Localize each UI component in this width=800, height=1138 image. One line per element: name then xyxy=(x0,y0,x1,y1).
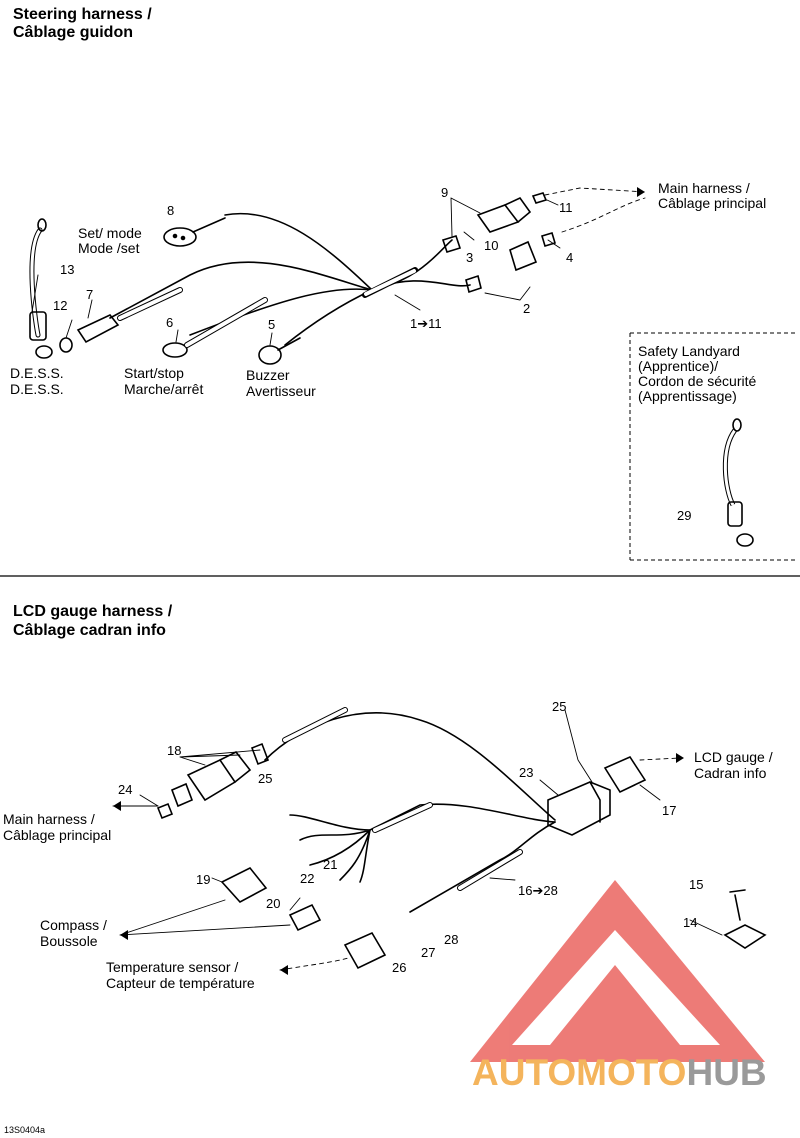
callout-25b: 25 xyxy=(552,699,567,714)
callout-29: 29 xyxy=(677,508,692,523)
callout-26: 26 xyxy=(392,960,407,975)
lcd-main-harness-label-en: Main harness / xyxy=(3,811,95,827)
callout-11: 11 xyxy=(559,200,573,215)
lcd-gauge-label-en: LCD gauge / xyxy=(694,749,773,765)
lcd-gauge-label-fr: Cadran info xyxy=(694,765,767,781)
temp-sensor-label-en: Temperature sensor / xyxy=(106,959,239,975)
set-mode-label-en: Set/ mode xyxy=(78,225,142,241)
steering-title-fr: Câblage guidon xyxy=(13,24,133,41)
main-harness-label-en: Main harness / xyxy=(658,180,750,196)
wire-set-mode xyxy=(224,212,373,291)
callout-22: 22 xyxy=(300,871,315,886)
wire-dess xyxy=(109,261,373,319)
callout-10: 10 xyxy=(484,238,499,253)
callout-25a: 25 xyxy=(258,771,273,786)
callout-14: 14 xyxy=(683,915,698,930)
main-harness-label-fr: Câblage principal xyxy=(658,195,767,211)
dess-label-1: D.E.S.S. xyxy=(10,365,64,381)
watermark-part1: AUTOMOTO xyxy=(472,1052,687,1093)
callout-18: 18 xyxy=(167,743,182,758)
callout-3: 3 xyxy=(466,250,474,265)
lcd-main-harness-label-fr: Câblage principal xyxy=(3,827,112,843)
callout-7: 7 xyxy=(86,287,94,302)
callout-17: 17 xyxy=(662,803,677,818)
set-mode-switch xyxy=(163,227,197,247)
callout-range-1-11: 1➔11 xyxy=(410,316,442,331)
wire-lcd-bottom xyxy=(409,821,556,913)
callout-2: 2 xyxy=(523,301,531,316)
callout-8: 8 xyxy=(167,203,175,218)
watermark-part2: HUB xyxy=(686,1052,767,1093)
lcd-title-en: LCD gauge harness / xyxy=(13,603,173,620)
callout-6: 6 xyxy=(166,315,174,330)
callout-24: 24 xyxy=(118,782,133,797)
callout-27: 27 xyxy=(421,945,436,960)
set-mode-label-fr: Mode /set xyxy=(78,240,140,256)
callout-19: 19 xyxy=(196,872,211,887)
lcd-title-fr: Câblage cadran info xyxy=(13,622,166,639)
callout-15: 15 xyxy=(689,877,704,892)
figure-code: 13S0404a xyxy=(4,1125,46,1135)
compass-label-en: Compass / xyxy=(40,917,107,933)
buzzer-label-fr: Avertisseur xyxy=(246,383,316,399)
callout-9: 9 xyxy=(441,185,449,200)
start-stop-label-fr: Marche/arrêt xyxy=(124,381,204,397)
landyard-box xyxy=(629,332,798,561)
landyard-label-4: (Apprentissage) xyxy=(638,388,737,404)
callout-23: 23 xyxy=(519,765,534,780)
wire-buzzer xyxy=(284,289,373,346)
callout-21: 21 xyxy=(323,857,338,872)
callout-5: 5 xyxy=(268,317,276,332)
dess-label-2: D.E.S.S. xyxy=(10,381,64,397)
callout-4: 4 xyxy=(566,250,574,265)
callout-20: 20 xyxy=(266,896,281,911)
callout-13: 13 xyxy=(60,262,75,277)
compass-label-fr: Boussole xyxy=(40,933,98,949)
landyard-label-1: Safety Landyard xyxy=(638,343,740,359)
callout-12: 12 xyxy=(53,298,68,313)
temp-sensor-label-fr: Capteur de température xyxy=(106,975,255,991)
start-stop-label-en: Start/stop xyxy=(124,365,184,381)
landyard-label-3: Cordon de sécurité xyxy=(638,373,757,389)
callout-range-16-28: 16➔28 xyxy=(518,883,558,898)
callout-28: 28 xyxy=(444,932,459,947)
watermark-logo: AUTOMOTOHUB xyxy=(472,1052,767,1094)
lcd-gauge-connector xyxy=(603,755,647,794)
landyard-label-2: (Apprentice)/ xyxy=(638,358,719,374)
steering-title-en: Steering harness / xyxy=(13,6,152,23)
buzzer-label-en: Buzzer xyxy=(246,367,290,383)
watermark-triangle xyxy=(470,880,765,1062)
